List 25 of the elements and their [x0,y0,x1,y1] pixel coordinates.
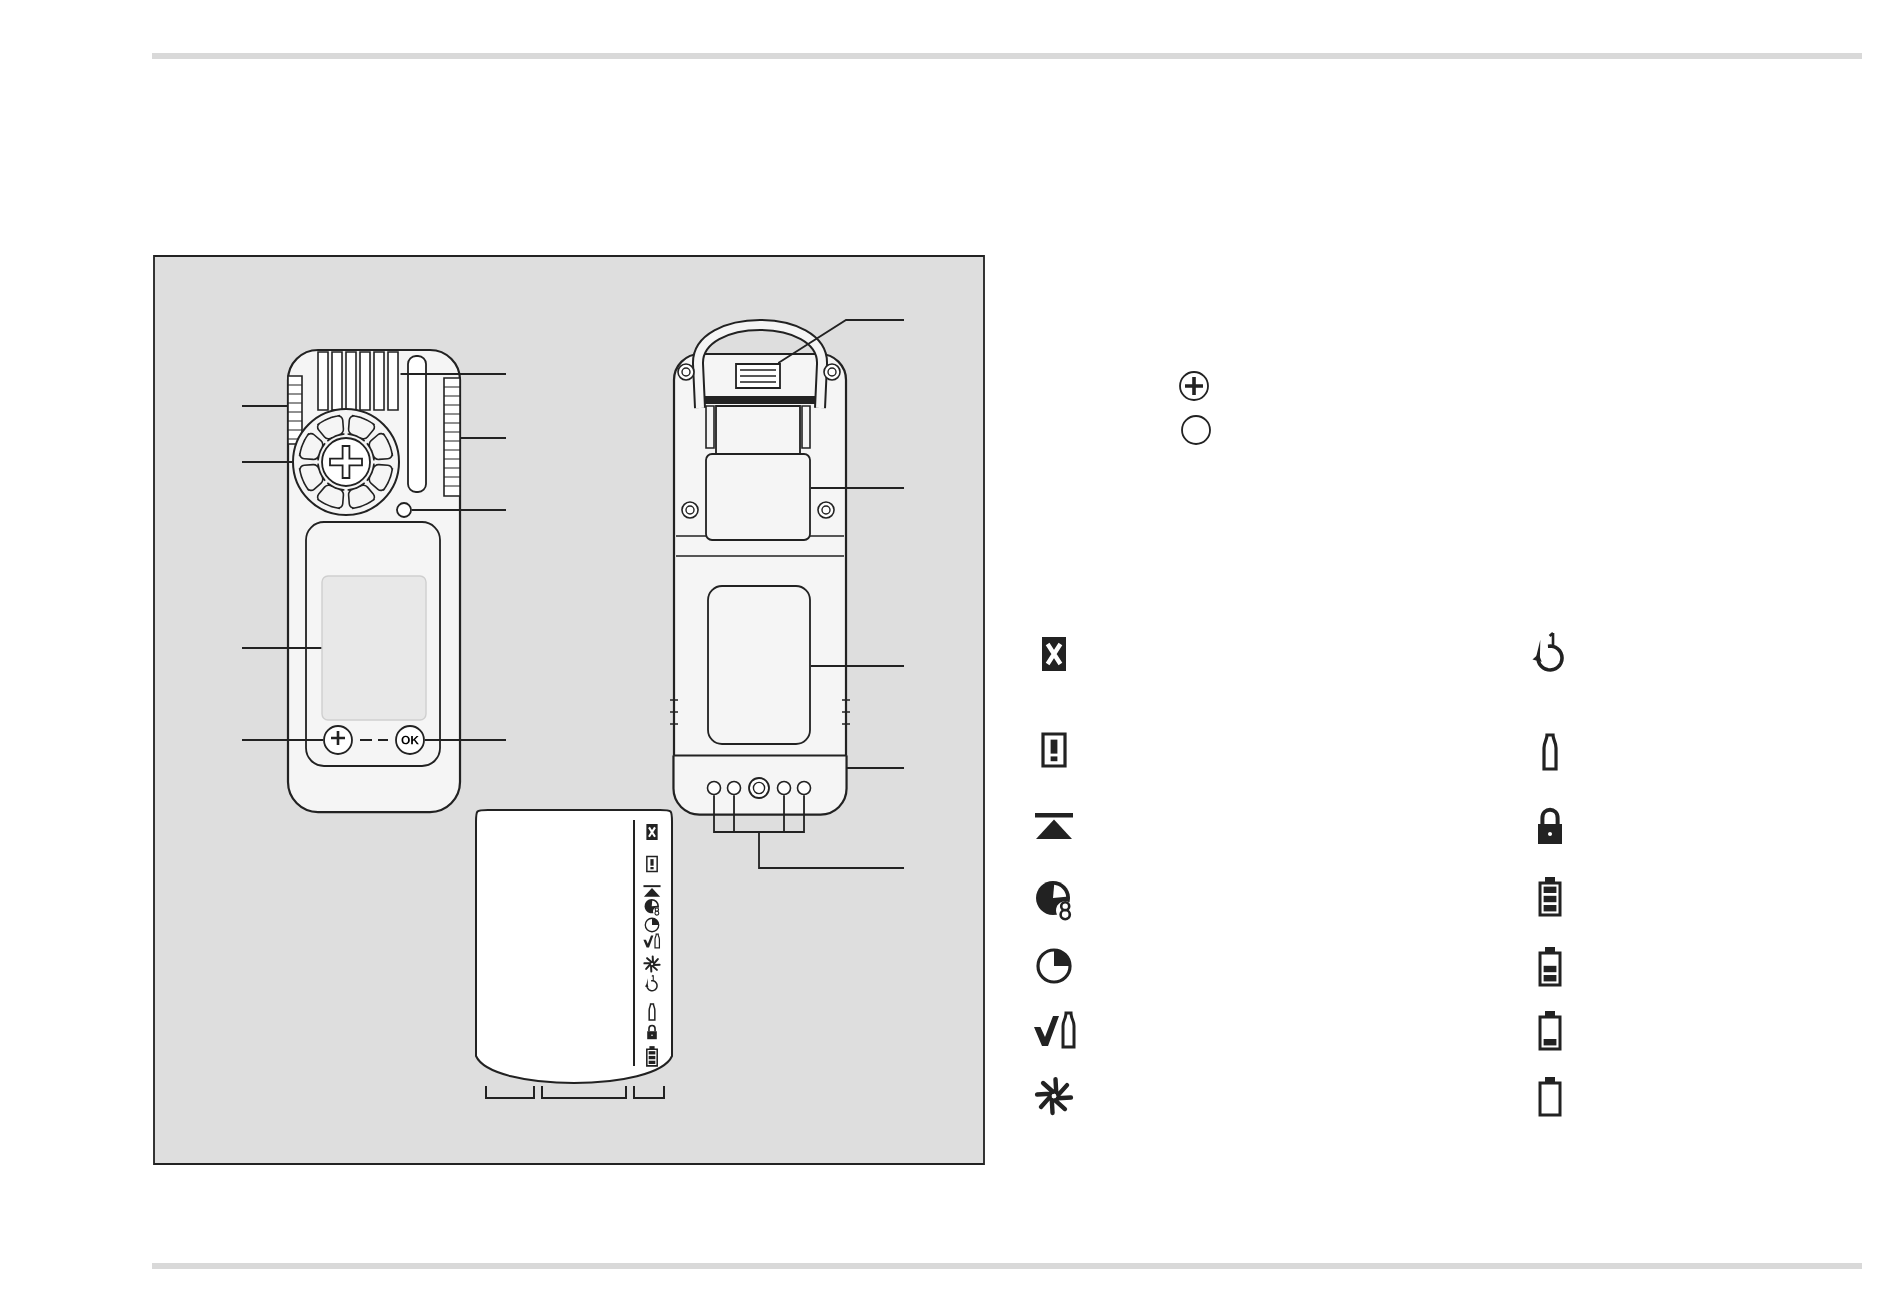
display-screen [321,575,427,721]
charging-contact [706,780,722,796]
side-grille [443,377,461,497]
leader-line [241,405,289,407]
leader-line [241,647,323,649]
leader-line [459,437,507,439]
leader-line [399,373,507,375]
charging-contact [796,780,812,796]
leader-line [241,739,324,741]
leader-line [241,461,293,463]
plus-button [323,725,353,755]
side-grille [287,375,303,445]
label-area [707,585,811,745]
charging-contact [776,780,792,796]
leader-line [777,319,905,364]
leader-line [713,794,905,869]
leader-line [810,665,905,667]
charging-contact [726,780,742,796]
clip-grip [735,363,781,389]
leader-line [845,767,905,769]
vent-slits [317,351,399,411]
indicator-light [396,502,412,518]
leader-line [810,487,905,489]
sensor-opening [292,408,400,516]
leader-line [424,739,507,741]
